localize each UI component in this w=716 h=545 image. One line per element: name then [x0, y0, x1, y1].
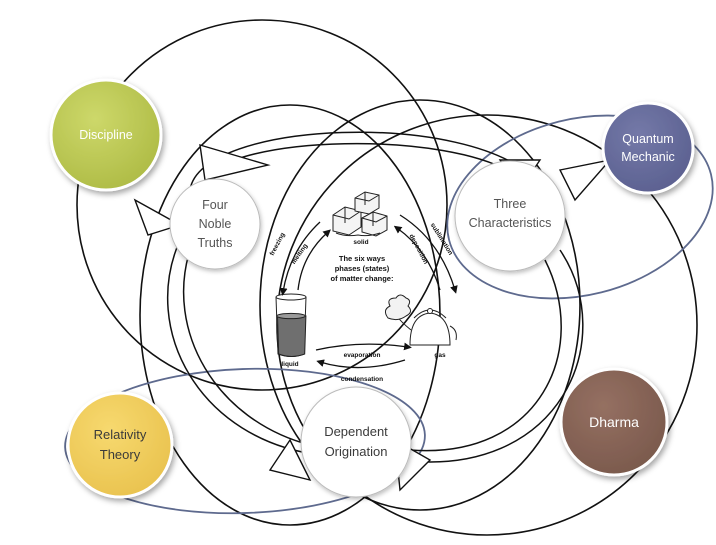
state-solid-label: solid [353, 239, 368, 246]
dependent-origination-line-1: Dependent [324, 424, 388, 439]
node-dependent-origination: Dependent Origination [300, 386, 412, 498]
ring-middle-left [139, 104, 441, 526]
arrowhead-right [558, 158, 612, 202]
ring-quantum [446, 114, 714, 300]
node-relativity-theory: Relativity Theory [66, 391, 174, 499]
transition-condensation-label: condensation [341, 376, 383, 383]
dharma-label: Dharma [589, 414, 639, 430]
arrowhead-bottom-left [268, 438, 312, 482]
arrowhead-left [133, 198, 182, 236]
background-rings [76, 19, 698, 536]
node-discipline: Discipline [49, 78, 163, 192]
ring-left [76, 19, 448, 391]
arc-bottom-right [399, 249, 584, 463]
ring-relativity [64, 367, 426, 515]
node-quantum-mechanic: Quantum Mechanic [601, 101, 695, 195]
flow-arcs [166, 131, 584, 463]
discipline-label: Discipline [79, 128, 133, 142]
state-liquid-label: liquid [281, 361, 298, 368]
transition-freezing-label: freezing [269, 232, 287, 257]
phase-title-line-3: of matter change: [331, 274, 394, 283]
arrow-evaporation [315, 342, 412, 351]
three-characteristics-line-2: Characteristics [469, 216, 552, 230]
arrow-sublimation [399, 214, 458, 294]
relativity-theory-line-1: Relativity [94, 427, 147, 442]
transition-deposition-label: deposition [408, 233, 430, 265]
transition-arrows [279, 214, 458, 369]
highlight-rings [64, 114, 714, 515]
node-three-characteristics: Three Characteristics [454, 160, 566, 272]
arc-left-down [166, 239, 321, 456]
water-glass-icon [275, 293, 307, 357]
four-noble-truths-line-1: Four [202, 198, 228, 212]
quantum-mechanic-line-2: Mechanic [621, 150, 675, 164]
ice-cubes-icon [332, 191, 388, 237]
kettle-icon [384, 294, 457, 346]
arrow-condensation [316, 359, 406, 369]
arc-left-down-inner [182, 249, 311, 446]
three-characteristics-line-1: Three [494, 197, 527, 211]
phase-title-line-2: phases (states) [335, 264, 390, 273]
quantum-mechanic-line-1: Quantum [622, 132, 673, 146]
ring-middle-right [259, 99, 581, 511]
arc-bottom-right-inner [409, 259, 562, 452]
transition-evaporation-label: evaporation [344, 352, 381, 359]
arrow-melting [297, 229, 331, 291]
four-noble-truths-line-3: Truths [198, 236, 233, 250]
arrowhead-top-left [199, 144, 271, 181]
dependent-origination-line-2: Origination [325, 444, 388, 459]
state-gas-label: gas [434, 352, 446, 359]
relativity-theory-line-2: Theory [100, 447, 141, 462]
arrow-deposition [393, 225, 441, 291]
node-dharma: Dharma [559, 367, 669, 477]
phase-title-line-1: The six ways [339, 254, 385, 263]
arrow-freezing [279, 221, 321, 296]
node-four-noble-truths: Four Noble Truths [169, 178, 261, 270]
four-noble-truths-line-2: Noble [199, 217, 232, 231]
